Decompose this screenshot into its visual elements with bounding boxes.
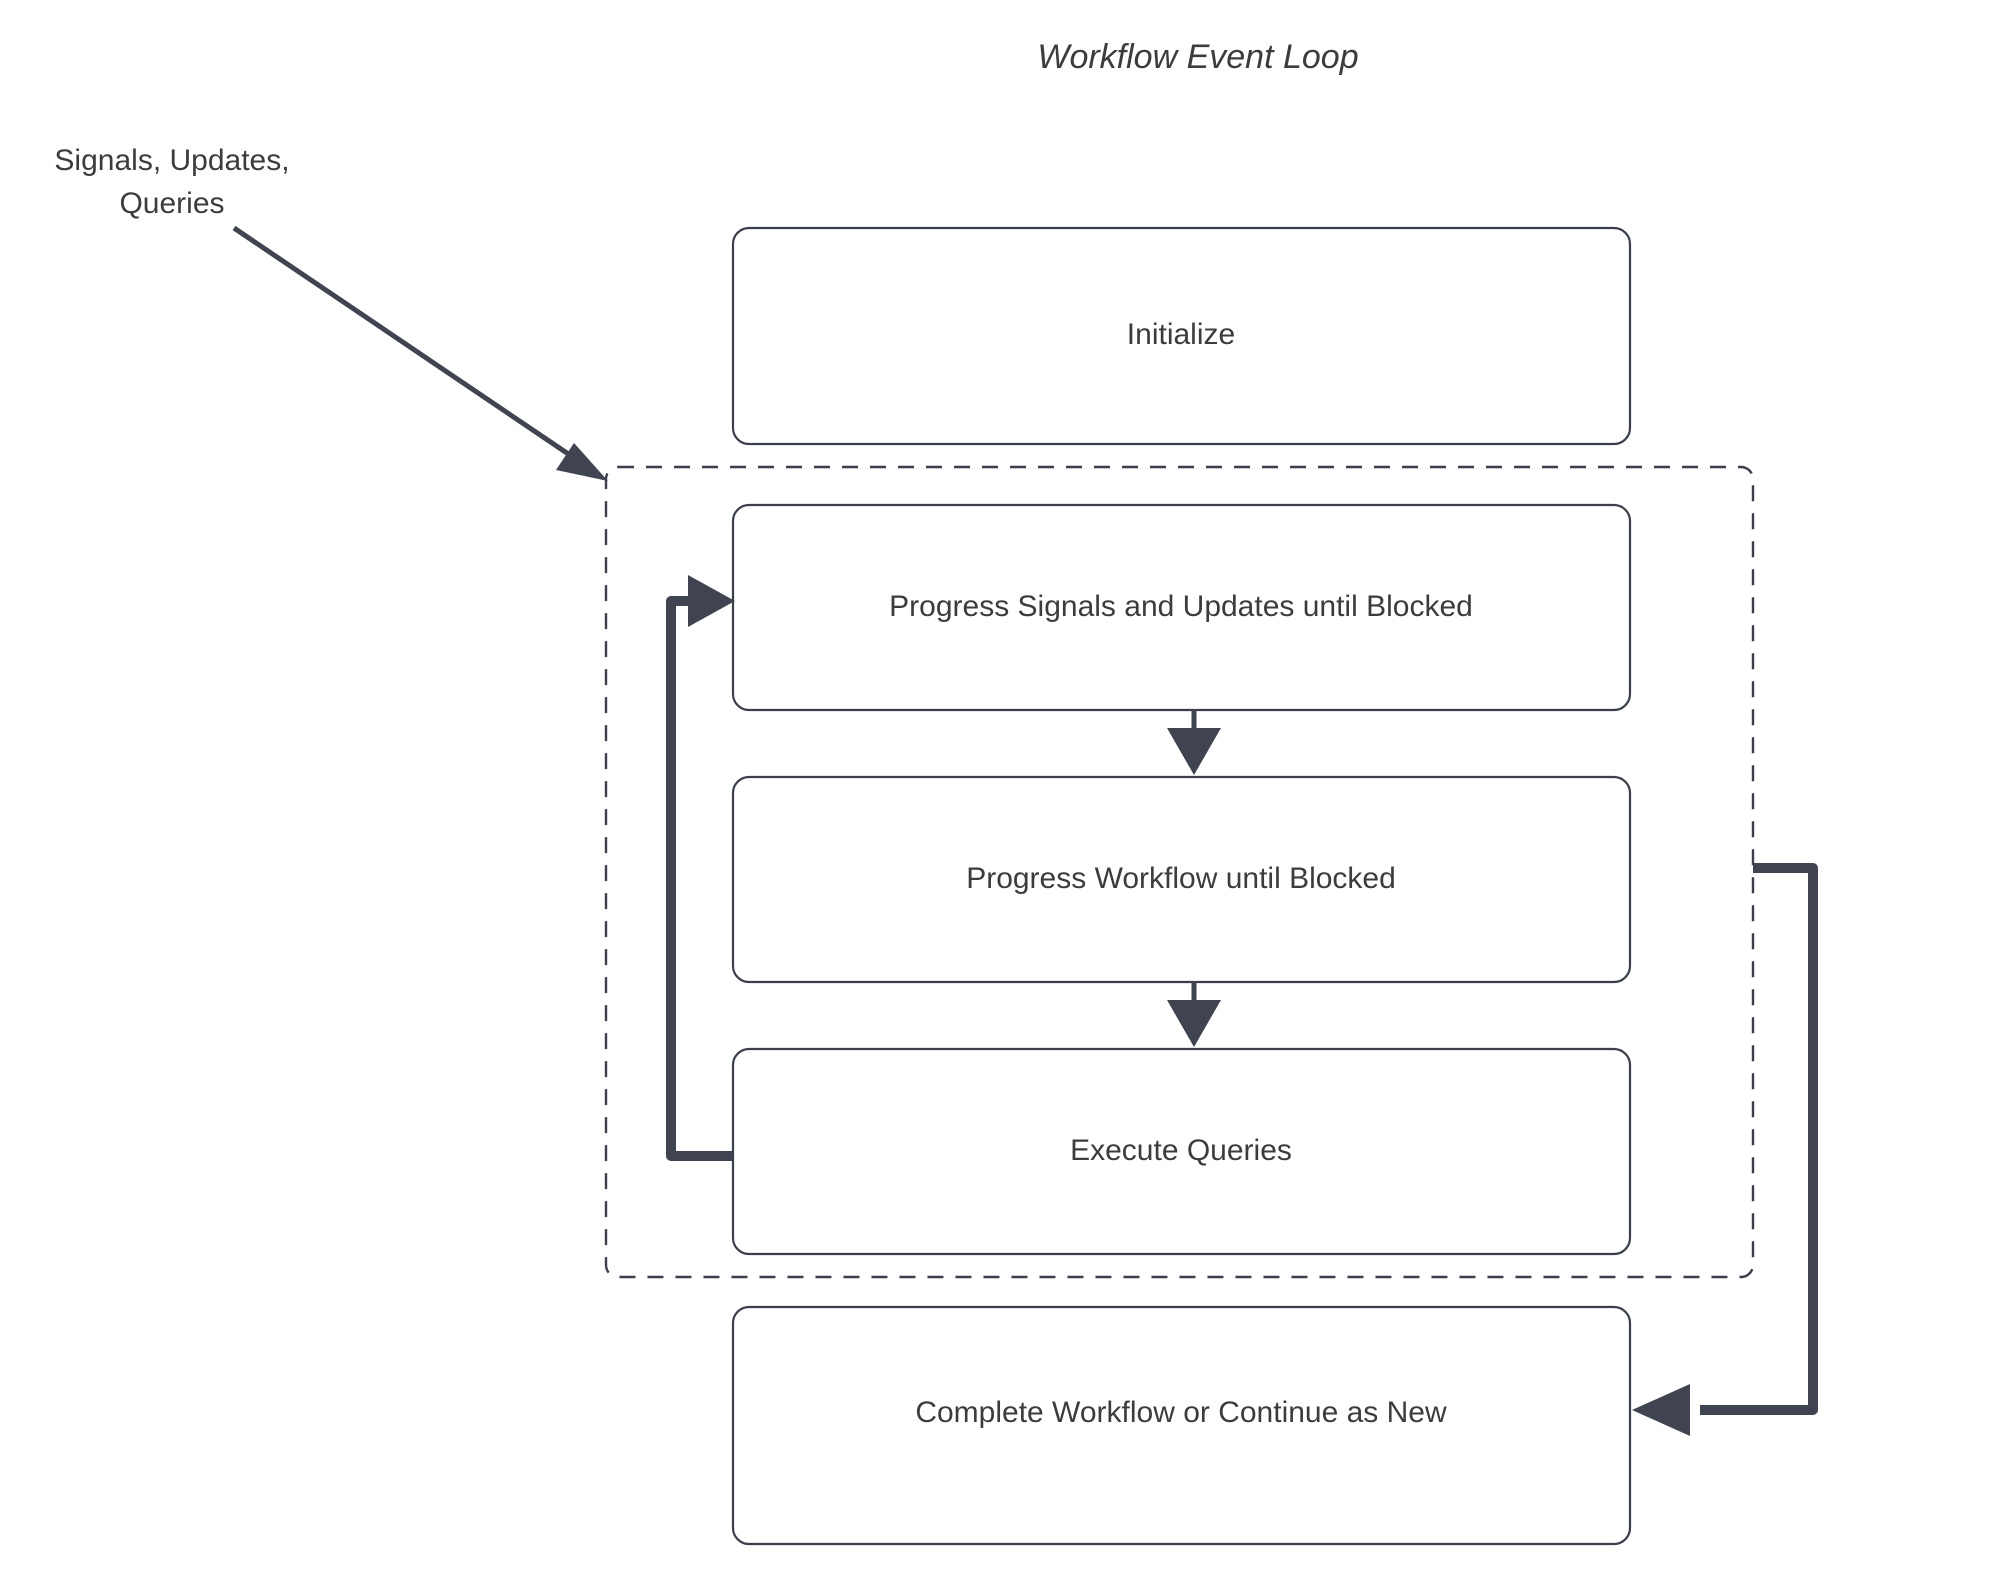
edge-external-input-to-loop bbox=[232, 225, 608, 481]
node-execute-queries[interactable]: Execute Queries bbox=[731, 1047, 1632, 1256]
edge-workflow-to-queries bbox=[1167, 982, 1221, 1047]
external-input-label-line2: Queries bbox=[119, 187, 224, 220]
event-loop-group bbox=[604, 465, 1755, 1279]
node-progress-workflow-box[interactable] bbox=[731, 775, 1632, 984]
node-progress-signals[interactable]: Progress Signals and Updates until Block… bbox=[731, 503, 1632, 712]
node-progress-signals-label: Progress Signals and Updates until Block… bbox=[889, 590, 1473, 623]
node-complete-workflow[interactable]: Complete Workflow or Continue as New bbox=[731, 1305, 1632, 1546]
edge-queries-back-to-signals bbox=[666, 575, 735, 1161]
node-progress-signals-box[interactable] bbox=[731, 503, 1632, 712]
edge-signals-to-workflow bbox=[1167, 710, 1221, 775]
page-title: Workflow Event Loop bbox=[1037, 38, 1358, 76]
external-input-label-line1: Signals, Updates, bbox=[54, 144, 289, 177]
node-initialize[interactable]: Initialize bbox=[731, 226, 1632, 446]
node-complete-workflow-label: Complete Workflow or Continue as New bbox=[915, 1396, 1447, 1429]
node-progress-workflow[interactable]: Progress Workflow until Blocked bbox=[731, 775, 1632, 984]
node-initialize-label: Initialize bbox=[1127, 318, 1235, 351]
node-complete-workflow-box[interactable] bbox=[731, 1305, 1632, 1546]
edge-loop-to-complete bbox=[1632, 863, 1818, 1436]
node-progress-workflow-label: Progress Workflow until Blocked bbox=[966, 862, 1396, 895]
node-execute-queries-label: Execute Queries bbox=[1070, 1134, 1292, 1167]
node-initialize-box[interactable] bbox=[731, 226, 1632, 446]
